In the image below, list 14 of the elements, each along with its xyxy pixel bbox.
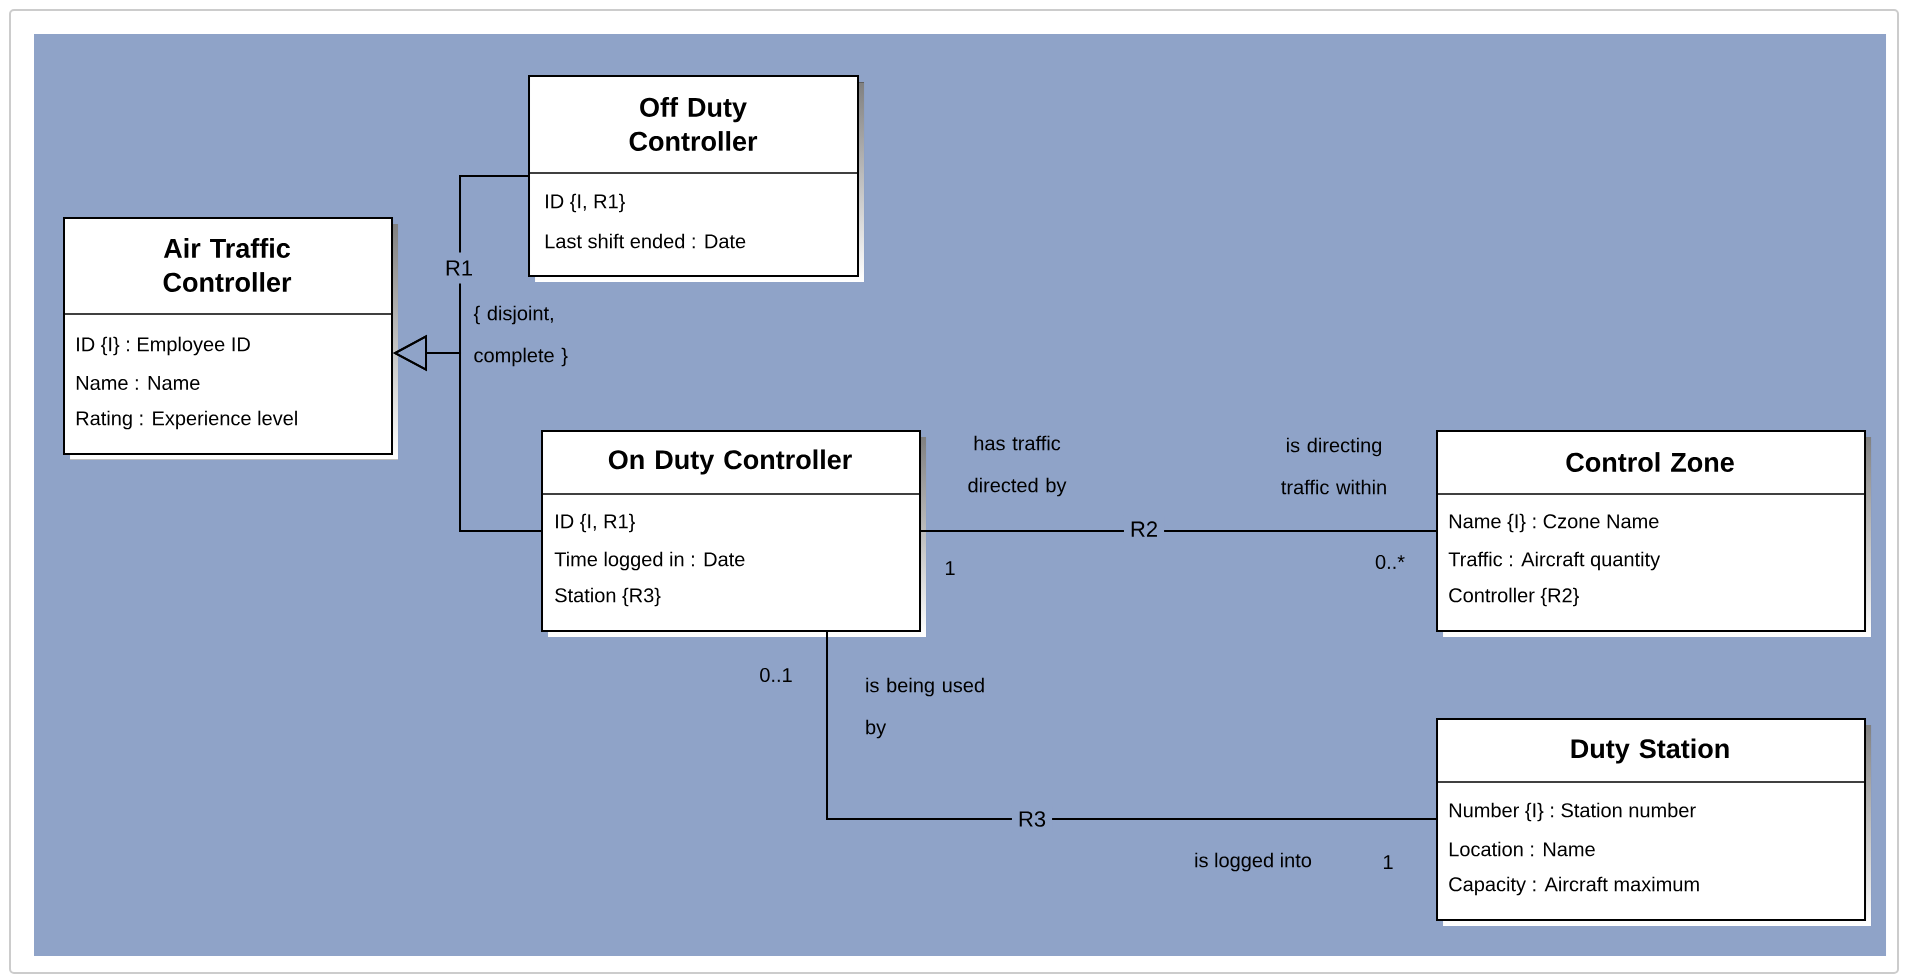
role-phrase: is being used by (866, 677, 984, 739)
relationship-label: R1 (436, 252, 482, 284)
multiplicity: 0..* (1375, 554, 1405, 570)
role-phrase: is logged into (1195, 852, 1312, 872)
constraint-text: { disjoint, complete } (473, 305, 568, 367)
multiplicity: 1 (1384, 855, 1393, 869)
role-phrase: has traffic directed by (968, 435, 1067, 497)
multiplicity: 1 (945, 561, 955, 575)
relationship-label: R2 (1123, 515, 1165, 543)
multiplicity: 0..1 (760, 667, 792, 683)
association-line (920, 530, 1437, 532)
association-line (826, 631, 1437, 820)
role-phrase: is directing traffic within (1281, 437, 1386, 495)
relationship-label: R3 (1011, 805, 1053, 833)
